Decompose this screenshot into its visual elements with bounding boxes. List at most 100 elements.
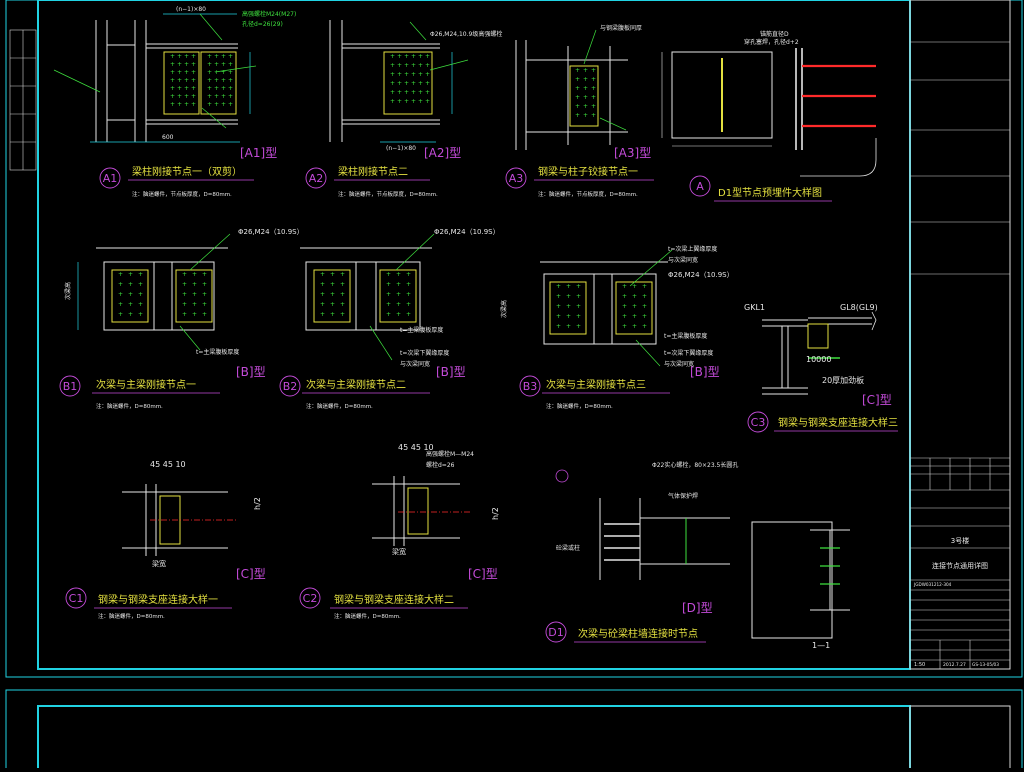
a-hole-label: 锚筋直径D bbox=[760, 30, 789, 38]
bolt-mark: + bbox=[591, 85, 596, 92]
detail-d1-drawing: Φ22实心螺栓，80×23.5长圆孔 气体保护焊 砼梁或柱 1—1 bbox=[555, 461, 850, 650]
detail-b2-drawing: Φ26,M24（10.9S） t=主梁腹板厚度 t=次梁下翼缘厚度 与次梁同宽 bbox=[300, 228, 500, 368]
bolt-mark: + bbox=[207, 77, 212, 84]
bolt-mark: + bbox=[228, 77, 233, 84]
bolt-mark: + bbox=[396, 311, 401, 318]
bolt-mark: + bbox=[128, 291, 133, 298]
bolt-mark: + bbox=[191, 53, 196, 60]
bolt-mark: + bbox=[202, 301, 207, 308]
detail-b3-type: [B]型 bbox=[690, 365, 720, 379]
bolt-mark: + bbox=[386, 291, 391, 298]
bolt-mark: + bbox=[566, 303, 571, 310]
detail-a3-type: [A3]型 bbox=[614, 146, 651, 160]
detail-c1-bubble bbox=[65, 587, 87, 609]
bolt-mark: + bbox=[591, 112, 596, 119]
b3-dim-h: 次梁高 bbox=[500, 300, 508, 318]
detail-d1-title: 次梁与砼梁柱墙连接时节点 bbox=[578, 627, 698, 640]
bolt-mark: + bbox=[632, 303, 637, 310]
detail-b1-type: [B]型 bbox=[236, 365, 266, 379]
bolt-mark: + bbox=[202, 291, 207, 298]
bolt-mark: + bbox=[390, 62, 395, 69]
bolt-mark: + bbox=[214, 61, 219, 68]
bolt-mark: + bbox=[622, 323, 627, 330]
detail-a3-drawing: 与钢梁腹板同厚 bbox=[515, 24, 642, 150]
c1-dims: 45 45 10 bbox=[150, 460, 186, 469]
bolt-mark: + bbox=[642, 323, 647, 330]
bolt-mark: + bbox=[418, 62, 423, 69]
b3-t-sec2: 与次梁同宽 bbox=[668, 256, 698, 264]
bolt-mark: + bbox=[138, 271, 143, 278]
b2-bolt-label: Φ26,M24（10.9S） bbox=[434, 228, 500, 236]
bolt-mark: + bbox=[221, 85, 226, 92]
bolt-mark: + bbox=[191, 85, 196, 92]
bolt-mark: + bbox=[632, 323, 637, 330]
bolt-mark: + bbox=[583, 85, 588, 92]
bolt-mark: + bbox=[128, 301, 133, 308]
bolt-mark: + bbox=[118, 291, 123, 298]
bolt-mark: + bbox=[177, 85, 182, 92]
bolt-mark: + bbox=[184, 101, 189, 108]
outer-frame-bottom bbox=[5, 689, 1023, 771]
a1-bolt-label: 高强螺栓M24(M27) bbox=[242, 10, 296, 18]
bolt-mark: + bbox=[390, 53, 395, 60]
bolt-mark: + bbox=[214, 69, 219, 76]
bolt-mark: + bbox=[404, 98, 409, 105]
bolt-mark: + bbox=[566, 293, 571, 300]
bolt-mark: + bbox=[566, 323, 571, 330]
detail-b2-bubble bbox=[279, 375, 301, 397]
detail-c1-id: C1 bbox=[69, 592, 84, 605]
detail-c2-note: 注：脑迷螺件，D=80mm. bbox=[334, 612, 401, 620]
bolt-mark: + bbox=[591, 103, 596, 110]
detail-b1-drawing: Φ26,M24（10.9S） t=主梁腹板厚度 次梁高 bbox=[64, 228, 304, 356]
detail-b1-note: 注：脑迷螺件，D=80mm. bbox=[96, 402, 163, 410]
bolt-mark: + bbox=[207, 85, 212, 92]
bolt-mark: + bbox=[556, 313, 561, 320]
bolt-mark: + bbox=[575, 67, 580, 74]
c2-dims: 45 45 10 bbox=[398, 443, 434, 452]
bolt-mark: + bbox=[330, 281, 335, 288]
bolt-mark: + bbox=[406, 301, 411, 308]
detail-a-id: A bbox=[696, 180, 704, 193]
detail-b1-id: B1 bbox=[63, 380, 78, 393]
bolt-mark: + bbox=[397, 80, 402, 87]
bolt-mark: + bbox=[386, 301, 391, 308]
bolt-mark: + bbox=[642, 283, 647, 290]
bolt-mark: + bbox=[191, 61, 196, 68]
bolt-mark: + bbox=[425, 71, 430, 78]
bolt-mark: + bbox=[622, 283, 627, 290]
title-drawing-no: JGDW031212-304 bbox=[913, 582, 952, 587]
bolt-mark: + bbox=[128, 271, 133, 278]
bolt-mark: + bbox=[184, 61, 189, 68]
detail-a2-type: [A2]型 bbox=[424, 146, 461, 160]
bolt-mark: + bbox=[138, 291, 143, 298]
bolt-mark: + bbox=[575, 76, 580, 83]
bolt-mark: + bbox=[556, 283, 561, 290]
bolt-mark: + bbox=[386, 271, 391, 278]
c1-dim-h2: h/2 bbox=[253, 497, 262, 510]
b3-t-sec3: 与次梁同宽 bbox=[664, 360, 694, 368]
bolt-mark: + bbox=[556, 293, 561, 300]
a1-dim-600: 600 bbox=[162, 134, 174, 141]
detail-a-title: D1型节点预埋件大样图 bbox=[718, 186, 822, 199]
bolt-mark: + bbox=[411, 53, 416, 60]
bolt-mark: + bbox=[170, 85, 175, 92]
bolt-mark: + bbox=[214, 93, 219, 100]
detail-c3-type: [C]型 bbox=[862, 393, 892, 407]
bolt-mark: + bbox=[583, 76, 588, 83]
c2-bolt: 高强螺栓M—M24 bbox=[426, 450, 474, 458]
bolt-mark: + bbox=[340, 281, 345, 288]
bolt-mark: + bbox=[556, 323, 561, 330]
bolt-mark: + bbox=[221, 101, 226, 108]
bolt-mark: + bbox=[622, 303, 627, 310]
bolt-mark: + bbox=[425, 98, 430, 105]
bolt-mark: + bbox=[390, 71, 395, 78]
bolt-mark: + bbox=[622, 313, 627, 320]
bolt-mark: + bbox=[228, 101, 233, 108]
detail-a3-id: A3 bbox=[509, 172, 524, 185]
detail-b3-title: 次梁与主梁刚接节点三 bbox=[546, 378, 646, 391]
detail-a1-type: [A1]型 bbox=[240, 146, 277, 160]
